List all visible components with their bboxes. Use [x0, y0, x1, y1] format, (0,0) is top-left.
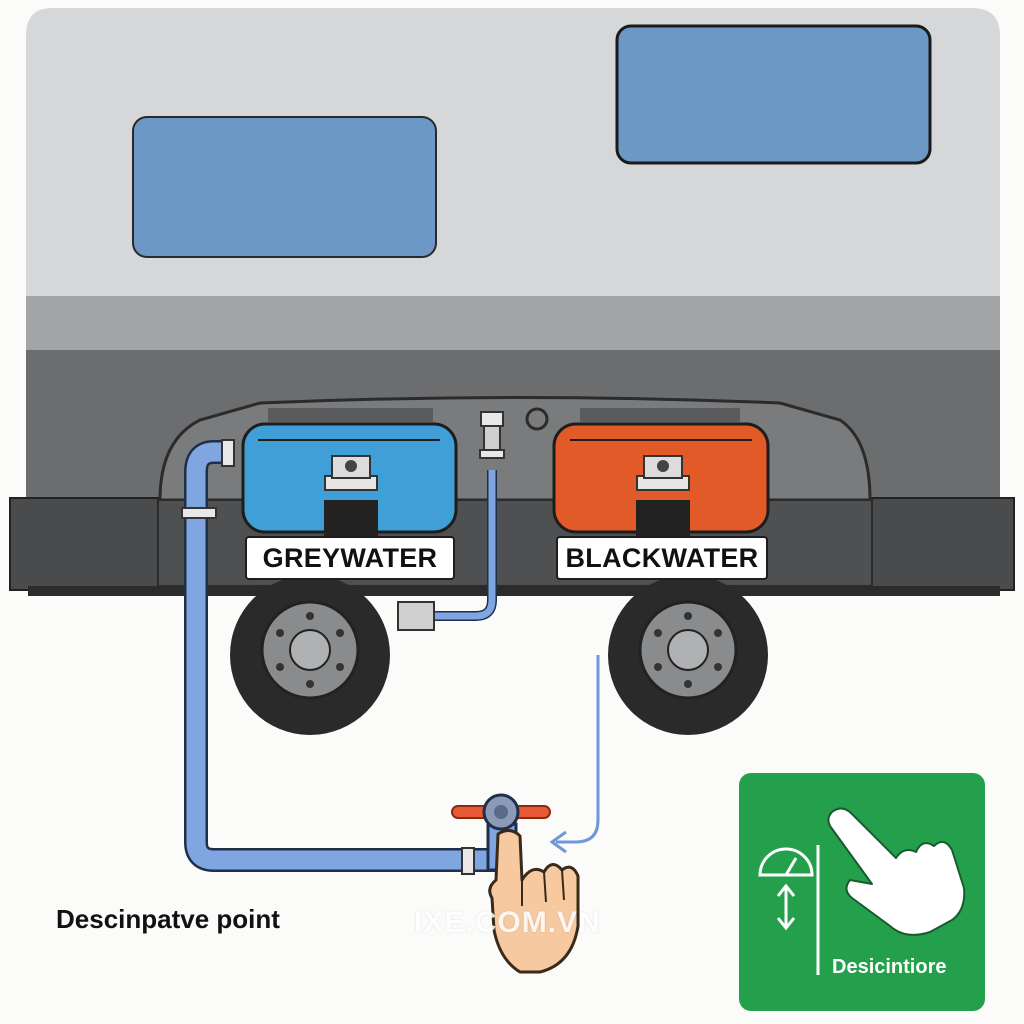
wheel-right	[608, 575, 768, 735]
blackwater-tank	[552, 422, 770, 536]
sign-graphic	[739, 773, 985, 1011]
hand-pointer-icon	[827, 807, 966, 936]
flow-arrow-icon	[549, 655, 600, 854]
hand-pointer-icon	[488, 829, 580, 974]
blackwater-label: BLACKWATER	[556, 536, 768, 580]
greywater-label: GREYWATER	[245, 536, 455, 580]
drain-pipe	[181, 439, 505, 875]
window-left	[132, 116, 437, 258]
wheel-left	[230, 575, 390, 735]
greywater-tank	[241, 422, 458, 536]
gauge-icon	[758, 847, 814, 877]
up-down-arrow-icon	[776, 883, 796, 931]
watermark: IXE.COM.VN	[414, 906, 601, 939]
tank-valve-icon	[636, 455, 690, 491]
caption: Descinpatve point	[56, 904, 280, 934]
sign-label: Desicintiore	[832, 956, 947, 978]
window-right	[615, 24, 932, 165]
vent-pipe	[397, 411, 505, 631]
tank-valve-icon	[324, 455, 378, 491]
